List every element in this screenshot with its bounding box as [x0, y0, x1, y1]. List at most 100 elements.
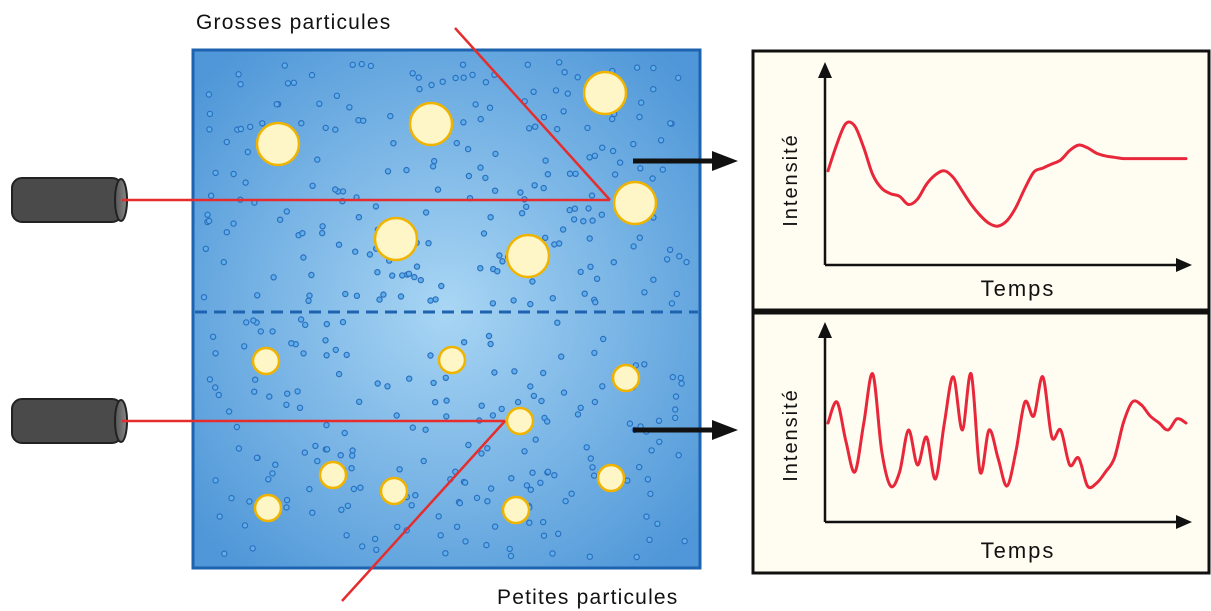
- small-dot: [297, 316, 305, 323]
- small-dot: [409, 424, 416, 431]
- large-particles-group: [251, 70, 658, 525]
- small-dot: [442, 550, 449, 557]
- small-dot: [429, 163, 437, 170]
- small-dot: [406, 375, 413, 382]
- small-dot: [348, 465, 355, 472]
- small-dot: [650, 64, 657, 72]
- small-dot: [552, 87, 560, 94]
- small-dot: [591, 349, 598, 357]
- small-dot: [422, 426, 429, 433]
- small-dot: [241, 522, 249, 529]
- small-dot: [529, 278, 536, 285]
- small-dot: [349, 452, 356, 459]
- small-dot: [412, 492, 419, 499]
- small-dot: [508, 475, 515, 482]
- small-dot: [659, 166, 667, 173]
- small-dot: [593, 275, 601, 282]
- small-dot: [452, 74, 459, 82]
- small-dot: [371, 535, 379, 543]
- small-dot: [496, 252, 503, 259]
- small-dot: [556, 240, 563, 247]
- small-dot: [341, 429, 348, 437]
- small-dot: [636, 113, 643, 121]
- small-dot: [323, 446, 331, 453]
- small-dot: [249, 545, 256, 552]
- small-dot: [435, 513, 442, 520]
- small-dot: [675, 452, 682, 459]
- small-dot: [558, 353, 565, 360]
- small-dot: [537, 479, 544, 486]
- small-dot: [650, 85, 657, 93]
- small-dot: [637, 165, 644, 172]
- small-dot: [366, 251, 374, 258]
- small-dot: [678, 380, 685, 387]
- small-dot: [300, 254, 307, 261]
- small-dot: [672, 393, 680, 400]
- small-dot: [323, 352, 330, 359]
- small-dot: [630, 243, 637, 250]
- laser-beam-top-scattered: [454, 27, 611, 201]
- small-dot: [384, 383, 391, 390]
- small-dot: [491, 369, 498, 376]
- small-dot: [215, 391, 222, 399]
- small-dot: [453, 139, 460, 147]
- small-dot: [566, 170, 574, 177]
- small-dot: [332, 126, 339, 133]
- small-dot: [465, 441, 472, 449]
- small-dot: [202, 245, 209, 252]
- small-dot: [235, 71, 242, 78]
- small-dot: [669, 373, 677, 381]
- small-dot: [592, 299, 599, 306]
- small-dot: [561, 68, 568, 76]
- small-dot: [641, 289, 648, 296]
- small-dot: [338, 506, 345, 513]
- small-dot: [281, 62, 288, 69]
- small-dot: [242, 319, 250, 326]
- small-dot: [284, 80, 292, 87]
- small-dot: [302, 321, 309, 329]
- small-dot: [367, 62, 375, 70]
- small-dot: [413, 263, 421, 270]
- small-dot: [266, 393, 273, 400]
- small-dot: [485, 332, 493, 340]
- large-particles-label: Grosses particules: [196, 11, 392, 34]
- large-particle: [612, 180, 658, 226]
- small-dot: [477, 265, 484, 272]
- small-dot: [233, 423, 241, 431]
- small-dot: [374, 269, 381, 276]
- small-dot: [296, 404, 304, 411]
- large-particle: [582, 70, 628, 116]
- small-dot: [221, 550, 228, 557]
- small-dot: [415, 74, 422, 81]
- small-dot: [299, 229, 306, 237]
- small-dot: [212, 477, 219, 484]
- small-dot: [270, 274, 277, 281]
- small-dot: [269, 328, 276, 335]
- small-dot: [542, 157, 549, 164]
- small-dot: [540, 518, 547, 526]
- small-dot: [586, 553, 594, 560]
- small-dot: [257, 328, 264, 335]
- small-dot: [220, 258, 227, 266]
- small-dot: [346, 104, 353, 111]
- large-particle: [373, 216, 419, 262]
- small-dot: [506, 545, 513, 553]
- large-particle: [505, 233, 551, 279]
- small-dot: [235, 445, 243, 452]
- small-dot: [633, 64, 641, 71]
- small-dot: [399, 272, 406, 279]
- small-dot: [434, 186, 442, 193]
- large-particle: [408, 101, 454, 147]
- small-dot: [549, 550, 556, 557]
- small-dot: [486, 104, 494, 111]
- small-dot: [570, 216, 578, 223]
- small-dot: [349, 447, 356, 454]
- small-dot: [647, 490, 654, 498]
- small-dot: [646, 536, 653, 544]
- small-dot: [599, 144, 606, 151]
- small-dot: [387, 112, 394, 120]
- small-dot: [339, 318, 347, 326]
- small-dot: [443, 413, 450, 420]
- small-dot: [572, 170, 579, 177]
- small-dot: [526, 125, 533, 132]
